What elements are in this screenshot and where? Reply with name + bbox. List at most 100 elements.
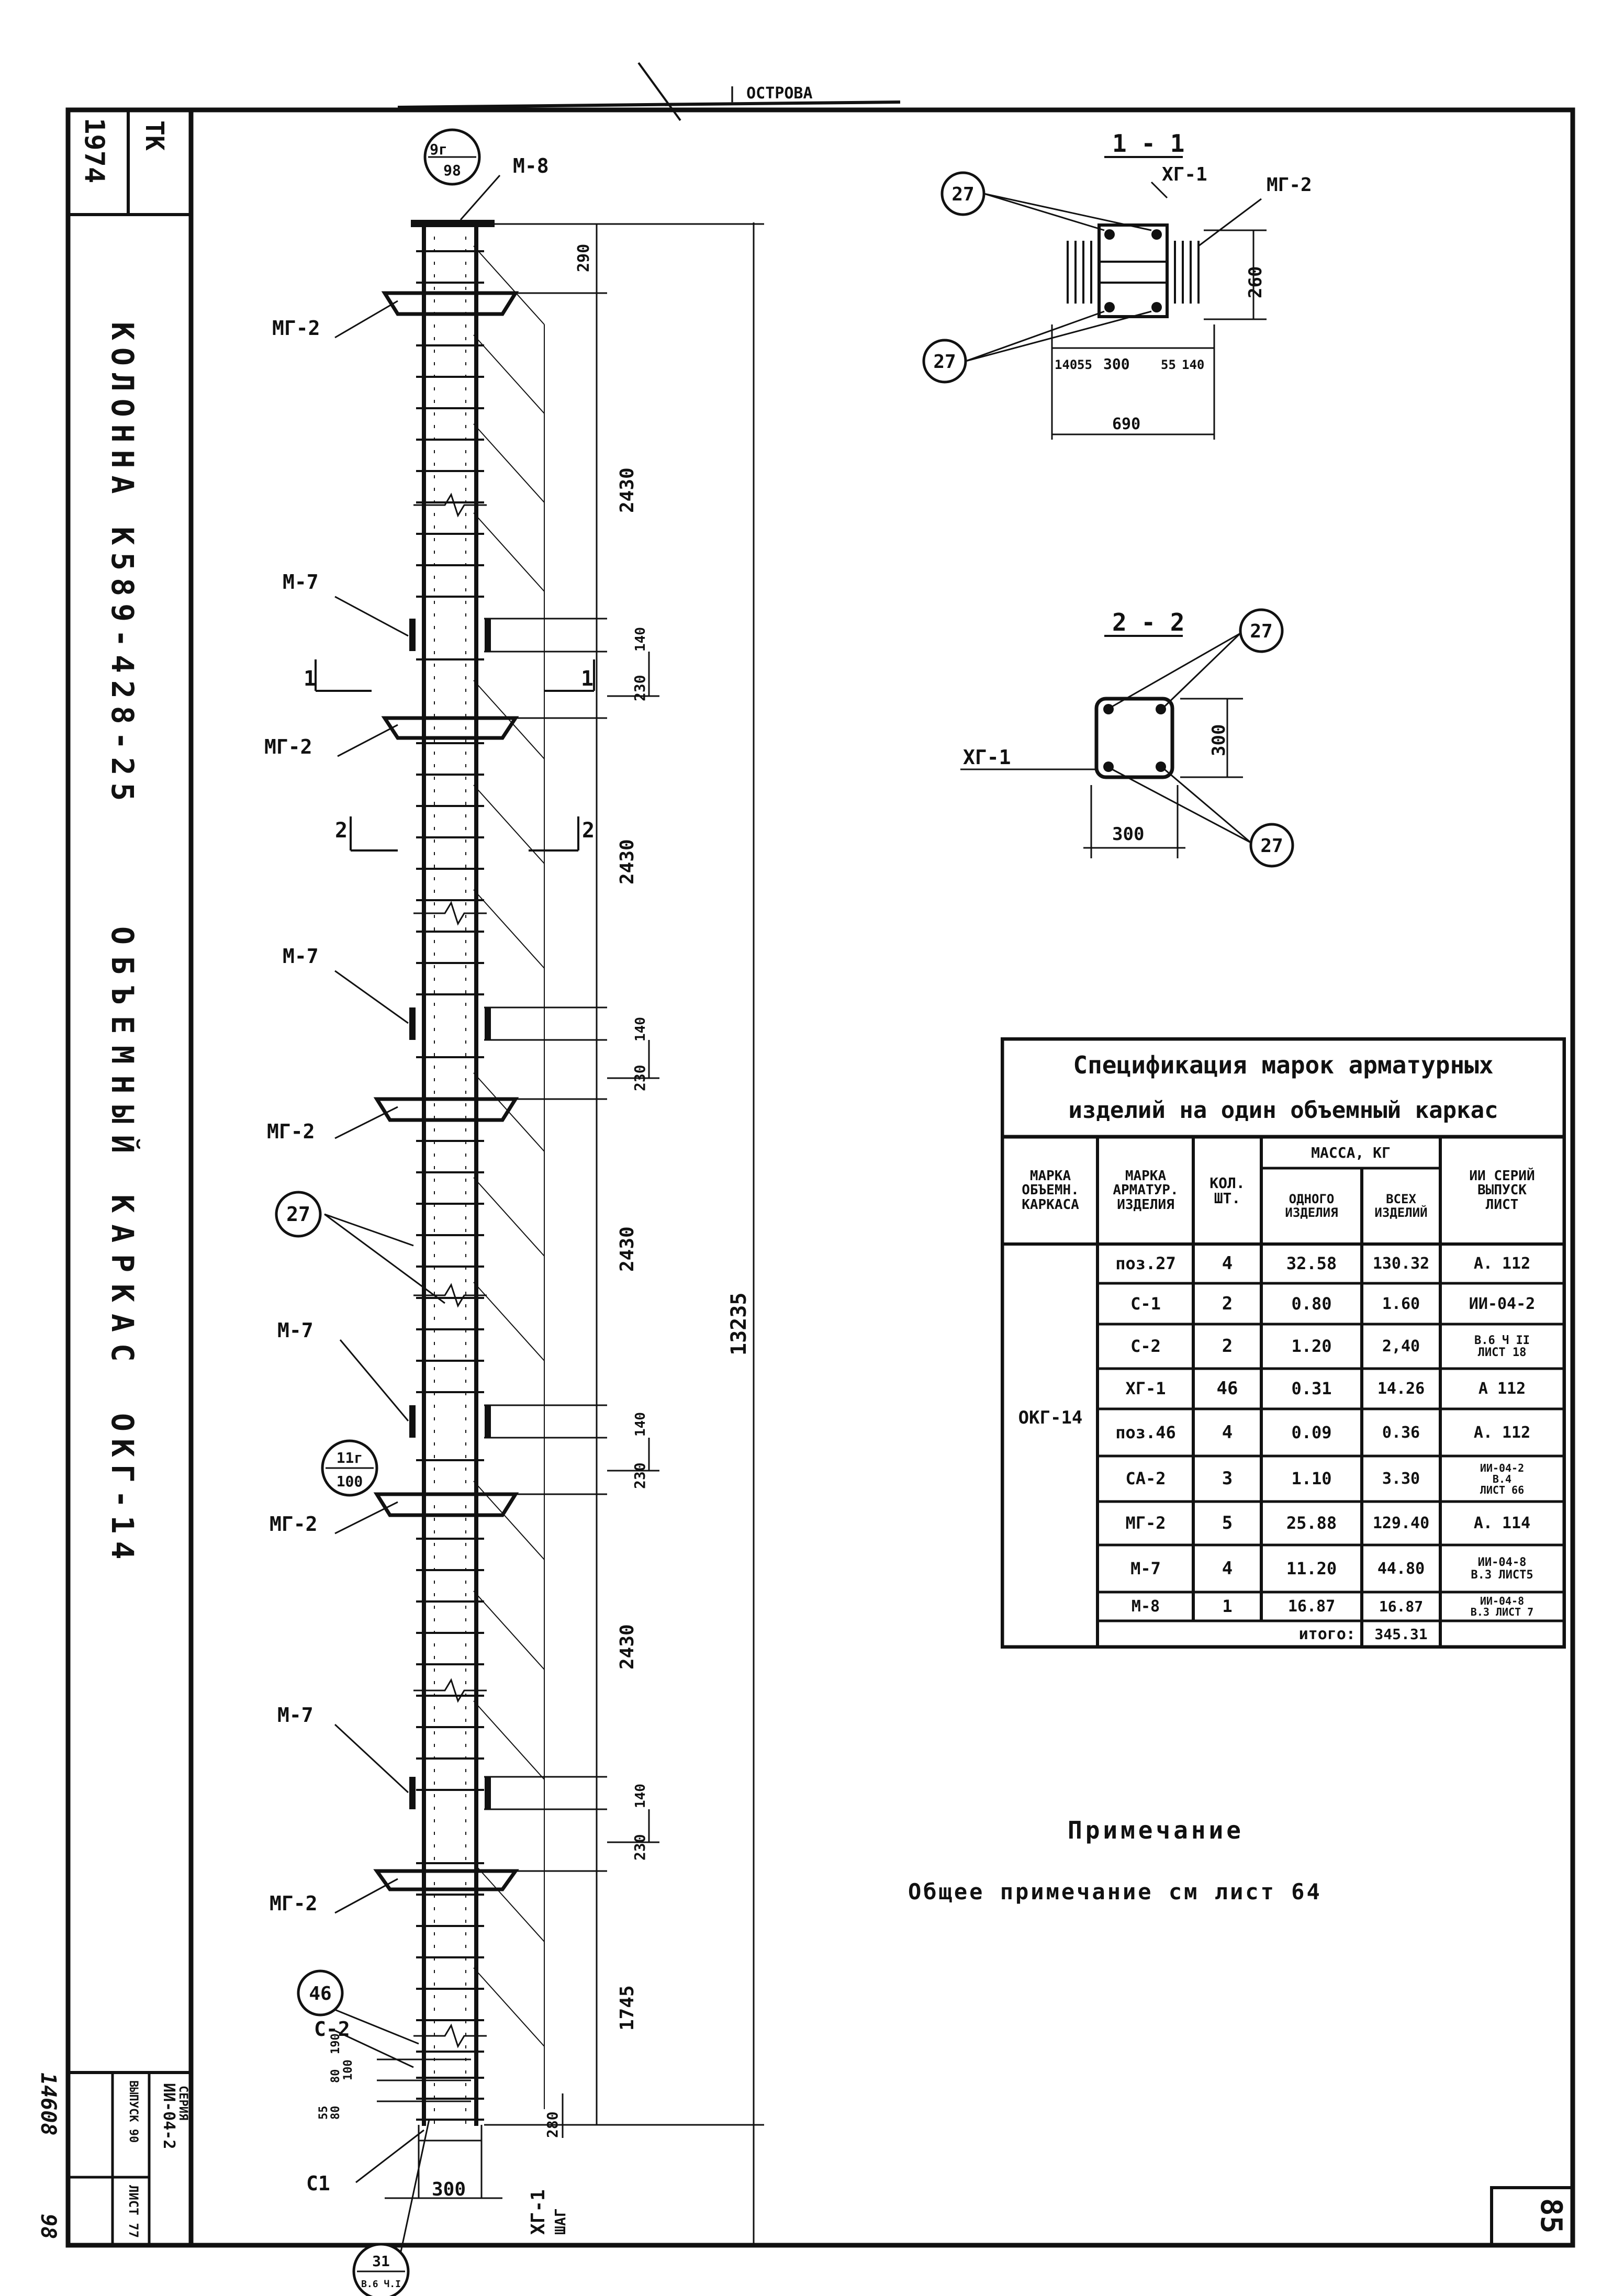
spec-cell-ref: ИИ-04-2 В.4 ЛИСТ 66: [1480, 1461, 1525, 1496]
spec-cell-all: 14.26: [1377, 1380, 1425, 1398]
dim-80-b: 80: [329, 2106, 342, 2120]
callout-top-den: 98: [443, 162, 461, 179]
code-1974: 1974: [79, 118, 110, 184]
section-mark-1-right: 1: [581, 667, 593, 691]
spec-cell-ref: ИИ-04-8 В.3 ЛИСТ5: [1471, 1556, 1533, 1582]
dim-140-a: 140: [633, 627, 648, 652]
section-1-1-d55-right: 55: [1161, 357, 1176, 372]
spec-grid: [1001, 1037, 1566, 1649]
spec-cell-ref: ИИ-04-2: [1469, 1294, 1536, 1313]
section-mark-1-left: 1: [304, 667, 316, 691]
dim-80-a: 80: [329, 2069, 342, 2084]
label-c1: С1: [306, 2172, 330, 2195]
callout-bot-den: В.6 Ч.I: [361, 2279, 401, 2290]
section-2-2-pos27-top: 27: [1250, 621, 1272, 642]
title-karkas: ОБЪЕМНЫЙ КАРКАС: [105, 926, 140, 1373]
spec-cell-qty: 4: [1222, 1558, 1233, 1579]
label-mg2-2: МГ-2: [264, 735, 312, 758]
spec-cell-one: 25.88: [1286, 1513, 1337, 1533]
section-2-2-xg1: ХГ-1: [963, 746, 1011, 769]
bottom-dim-300: [377, 2058, 502, 2199]
callout-pos46: 46: [309, 1983, 331, 2004]
spec-cell-one: 11.20: [1286, 1558, 1337, 1578]
spec-cell-all: 1.60: [1382, 1294, 1420, 1313]
spec-cell-all: 44.80: [1377, 1559, 1425, 1578]
section-cuts: [315, 659, 595, 852]
spec-cell-ref: А. 112: [1473, 1255, 1531, 1273]
dim-140-c: 140: [633, 1412, 648, 1437]
spec-title-line1: Спецификация марок арматурных: [1073, 1050, 1494, 1079]
section-1-1-d300: 300: [1103, 355, 1130, 373]
section-1-1-mg2: МГ-2: [1267, 174, 1312, 196]
spec-cell-all: 0.36: [1382, 1423, 1420, 1442]
section-1-1-d260: 260: [1245, 266, 1266, 298]
note-text: Общее примечание см лист 64: [908, 1879, 1322, 1905]
spec-cell-qty: 2: [1222, 1336, 1233, 1357]
dim-140-d: 140: [633, 1784, 648, 1808]
plate-m8: [411, 220, 495, 227]
stamp-inv: 14608: [36, 2073, 60, 2136]
callout-mid-den: 100: [337, 1473, 363, 1490]
section-1-1-pos27-bot: 27: [933, 351, 956, 373]
section-1-1-d55-left: 55: [1077, 357, 1092, 372]
note-title: Примечание: [1068, 1816, 1244, 1844]
section-1-1: 1 - 1 ХГ-1 МГ-2 27 27: [922, 129, 1312, 440]
dim-300-bottom: 300: [432, 2179, 466, 2200]
spec-cell-ref: В.6 Ч II ЛИСТ 18: [1474, 1334, 1530, 1359]
dimension-chain: [484, 222, 764, 2245]
label-mg2-5: МГ-2: [270, 1892, 318, 1915]
section-2-2-d300-v: 300: [1208, 724, 1229, 756]
dim-2430-d: 2430: [617, 1624, 638, 1670]
spec-frame-mark: ОКГ-14: [1018, 1407, 1083, 1429]
spec-head-qty: КОЛ. ШТ.: [1209, 1174, 1245, 1207]
section-1-1-d140-right: 140: [1182, 357, 1204, 372]
spec-cell-ref: А 112: [1478, 1380, 1526, 1398]
dim-2430-c: 2430: [617, 1226, 638, 1272]
spec-cell-all: 16.87: [1379, 1598, 1424, 1616]
spec-cell-ref: ИИ-04-8 В.3 ЛИСТ 7: [1470, 1595, 1534, 1618]
label-xg1-bottom: ХГ-1: [528, 2189, 549, 2235]
label-mg2-4: МГ-2: [270, 1513, 318, 1536]
spec-cell-qty: 46: [1216, 1378, 1238, 1399]
section-2-2-d300-h: 300: [1112, 824, 1144, 845]
section-1-1-d690: 690: [1112, 415, 1140, 433]
callout-pos27: 27: [286, 1203, 310, 1226]
section-1-1-xg1: ХГ-1: [1162, 164, 1207, 185]
plates-m7: [409, 619, 491, 1809]
spec-cell-qty: 2: [1222, 1293, 1233, 1314]
dim-280: 280: [544, 2111, 561, 2138]
dim-230-a: 230: [631, 675, 648, 701]
sheet-frame: [65, 107, 1575, 2248]
dim-1745: 1745: [617, 1985, 638, 2031]
spec-cell-one: 16.87: [1287, 1597, 1336, 1616]
dim-55: 55: [317, 2106, 330, 2120]
label-m8: М-8: [513, 154, 549, 177]
section-2-2-title: 2 - 2: [1112, 608, 1184, 636]
dim-230-b: 230: [631, 1065, 648, 1091]
spec-total-value: 345.31: [1374, 1625, 1428, 1643]
dim-140-b: 140: [633, 1017, 648, 1041]
section-2-2: 2 - 2 27 27 ХГ-1 300 300: [960, 608, 1294, 868]
spec-cell-one: 0.80: [1291, 1293, 1332, 1314]
spec-cell-qty: 3: [1222, 1468, 1233, 1489]
diagonal-bars: [473, 245, 545, 2109]
section-mark-2-right: 2: [582, 819, 595, 843]
spec-cell-mark: ХГ-1: [1125, 1379, 1166, 1399]
spec-cell-one: 1.20: [1291, 1336, 1332, 1357]
spec-head-mass: МАССА, КГ: [1311, 1144, 1391, 1162]
section-1-1-d140-left: 140: [1055, 357, 1077, 372]
label-mg2-3: МГ-2: [267, 1120, 315, 1143]
stamp-side-num: 98: [36, 2214, 60, 2239]
dim-230-d: 230: [631, 1834, 648, 1861]
title-okg: ОКГ-14: [105, 1413, 140, 1567]
spec-cell-mark: поз.27: [1115, 1253, 1176, 1274]
callout-circles: [275, 128, 481, 2296]
dim-100: 100: [342, 2059, 355, 2080]
spec-head-mass-one: ОДНОГО ИЗДЕЛИЯ: [1285, 1192, 1338, 1220]
leaders: [324, 175, 501, 2267]
spec-total-label: итого:: [1298, 1625, 1356, 1643]
spec-cell-all: 130.32: [1372, 1255, 1430, 1273]
page-number: 85: [1534, 2198, 1568, 2234]
spec-cell-qty: 1: [1222, 1596, 1233, 1617]
